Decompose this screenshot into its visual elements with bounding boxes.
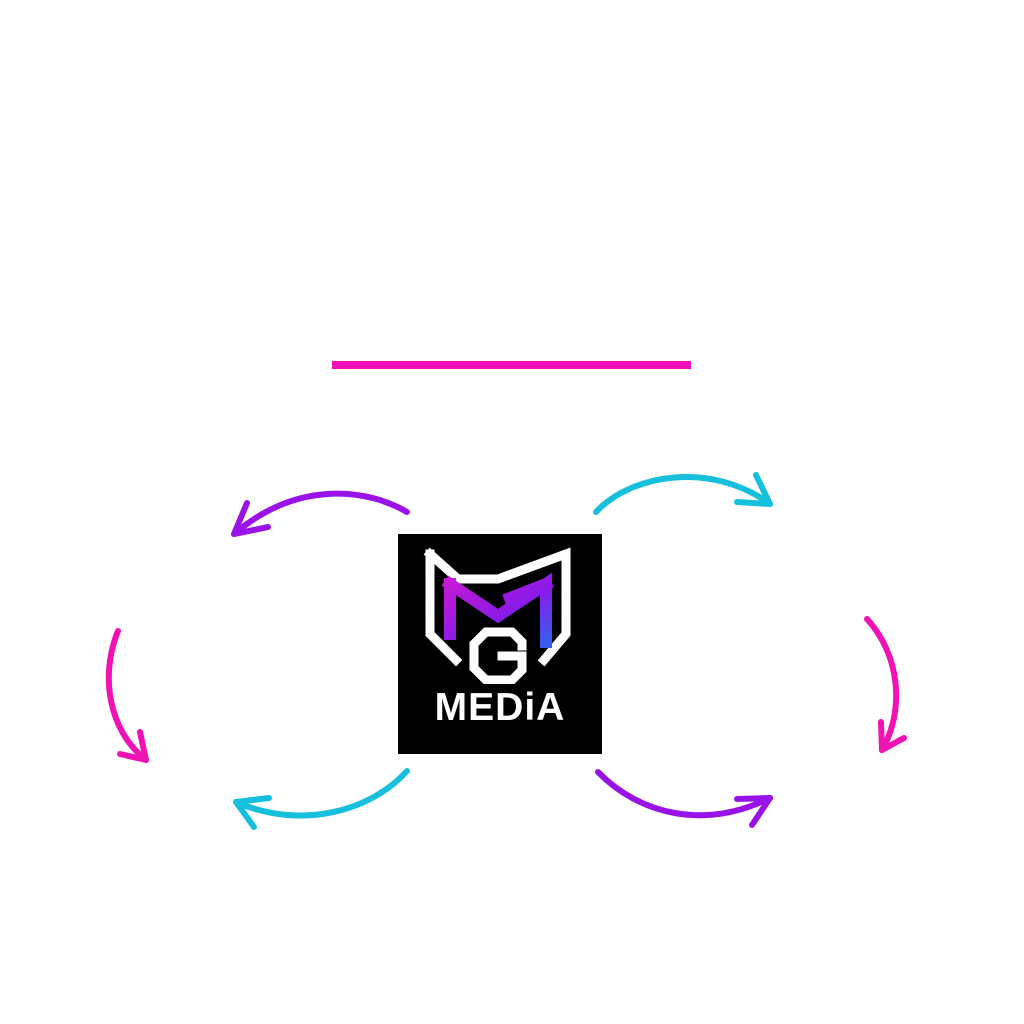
title-underline bbox=[332, 361, 691, 369]
curved-arrow-bottom-right-icon bbox=[595, 769, 773, 828]
logo-wordmark: MEDiA bbox=[434, 686, 566, 729]
mg-media-logo: MEDiA bbox=[398, 534, 602, 754]
curved-arrow-top-right-icon bbox=[593, 472, 773, 515]
curved-arrow-top-left-icon bbox=[231, 490, 410, 537]
mg-monogram-icon bbox=[423, 547, 571, 684]
curved-arrow-right-icon bbox=[864, 616, 907, 753]
curved-arrow-bottom-left-icon bbox=[233, 768, 410, 830]
curved-arrow-left-icon bbox=[105, 628, 149, 763]
